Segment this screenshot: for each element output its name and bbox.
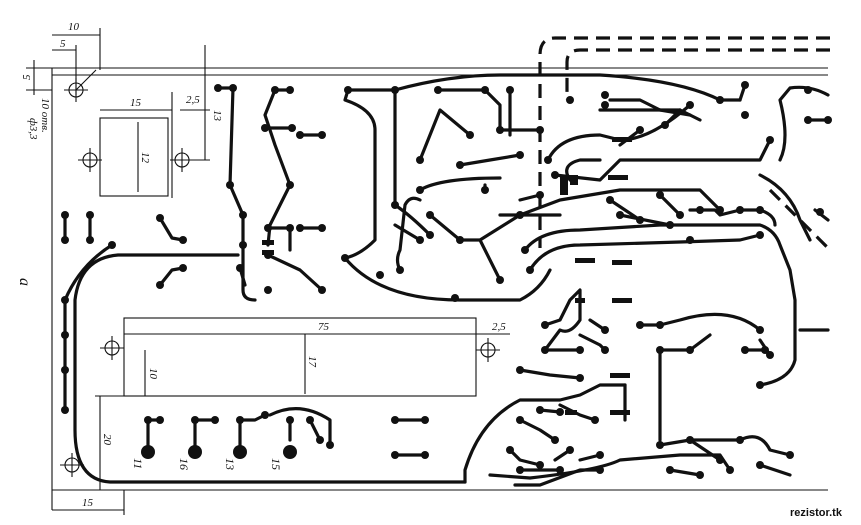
dim-5-top: 5 [60, 38, 66, 50]
mounting-hole-icon [100, 336, 124, 360]
board-outline [51, 67, 828, 510]
pin-label-15: 15 [269, 458, 283, 470]
mounting-hole-icon [64, 78, 88, 102]
dim-20: 20 [101, 434, 113, 446]
dim-13: 13 [211, 110, 223, 122]
pin-label-11: 11 [131, 458, 145, 469]
dim-10-left: 10 [147, 368, 159, 380]
mounting-holes [60, 78, 500, 477]
dim-15-bottom: 15 [82, 497, 94, 509]
hole-note-diameter: ф3,3 [27, 118, 39, 140]
side-label: a [16, 278, 33, 286]
dim-5-left: 5 [21, 74, 33, 80]
dim-2-5-top: 2,5 [186, 94, 200, 106]
component-footprints [262, 137, 632, 415]
dim-12: 12 [139, 152, 151, 164]
mounting-hole-icon [476, 338, 500, 362]
dashed-outline [538, 36, 832, 252]
pin-labels: 11 16 13 15 [131, 458, 283, 470]
mounting-hole-icon [78, 148, 102, 172]
pin-label-16: 16 [177, 458, 191, 470]
pin-label-13: 13 [223, 458, 237, 470]
mounting-hole-icon [170, 148, 194, 172]
dimension-labels: 10 5 5 15 2,5 13 12 75 2,5 17 10 20 15 1… [21, 21, 506, 509]
dim-75: 75 [318, 321, 330, 333]
dim-10-top: 10 [68, 21, 80, 33]
pads [61, 81, 832, 479]
mounting-hole-icon [60, 453, 84, 477]
hole-note-count: 10 отв. [39, 98, 51, 133]
dim-15-component: 15 [130, 97, 142, 109]
copper-traces [63, 73, 830, 487]
watermark: rezistor.tk [790, 507, 843, 519]
dim-17: 17 [306, 356, 318, 368]
dim-2-5-mid: 2,5 [492, 321, 506, 333]
dimension-lines [26, 28, 510, 515]
